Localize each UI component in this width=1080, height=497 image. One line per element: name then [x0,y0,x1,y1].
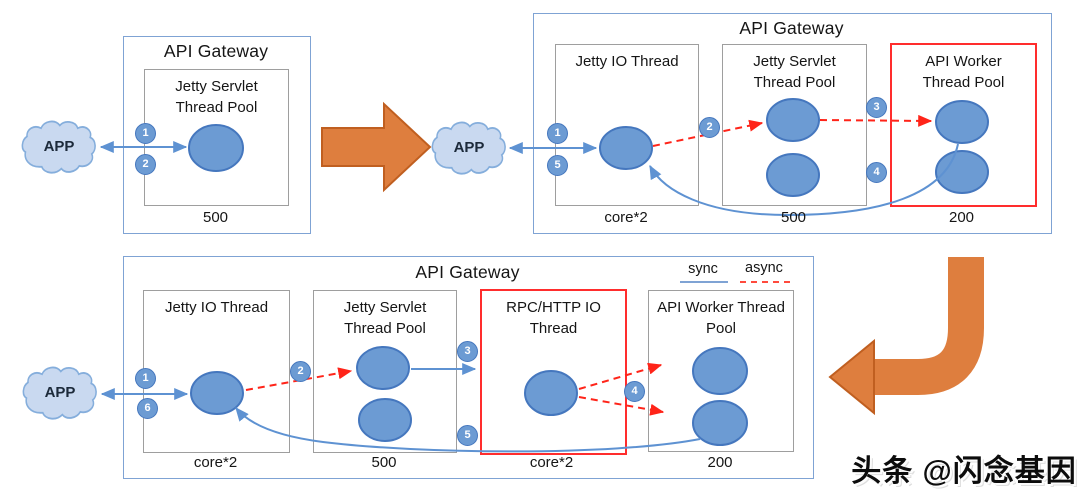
panel3-io-thread-ellipse [190,371,244,415]
panel2-jetty-servlet-box: Jetty Servlet Thread Pool [722,44,867,206]
panel2-async-arrow-io-to-servlet [652,119,764,147]
panel3-rpc-http-io-label: RPC/HTTP IO Thread [506,299,601,337]
legend-async-label: async [745,260,783,276]
panel1-capacity-500: 500 [202,209,229,226]
panel2-worker-thread-ellipse-2 [935,150,989,194]
panel2-async-arrow-servlet-to-worker [819,114,933,127]
panel3-step-badge-3: 3 [457,341,478,362]
panel2-step-badge-4: 4 [866,162,887,183]
panel3-step-badge-5: 5 [457,425,478,446]
panel2-api-worker-label: API Worker Thread Pool [922,53,1005,91]
panel2-api-worker-box: API Worker Thread Pool [890,43,1037,207]
panel3-capacity-500: 500 [371,454,397,471]
panel1-app-label: APP [43,138,75,155]
panel3-rpc-thread-ellipse [524,370,578,416]
panel3-worker-thread-ellipse-1 [692,347,748,395]
panel2-worker-thread-ellipse-1 [935,100,989,144]
panel2-step-badge-1: 1 [547,123,568,144]
panel3-gateway-box [123,256,814,479]
panel2-servlet-thread-ellipse-1 [766,98,820,142]
panel1-thread-ellipse [188,124,244,172]
panel2-servlet-thread-ellipse-2 [766,153,820,197]
legend-sync-label: sync [688,261,718,277]
panel3-sync-return-curve [235,407,701,453]
transition-arrow-curve-head [828,338,875,416]
panel3-step-badge-1: 1 [135,368,156,389]
panel2-step-badge-5: 5 [547,155,568,176]
panel3-api-worker-box: API Worker Thread Pool [648,290,794,452]
panel2-capacity-200: 200 [948,209,975,226]
panel3-worker-thread-ellipse-2 [692,400,748,446]
panel1-title: API Gateway [163,41,269,61]
panel1-step-badge-2: 2 [135,154,156,175]
panel2-jetty-servlet-label: Jetty Servlet Thread Pool [753,53,836,91]
panel3-jetty-servlet-label: Jetty Servlet Thread Pool [343,299,427,337]
panel3-servlet-thread-ellipse-2 [358,398,412,442]
panel2-title: API Gateway [739,18,844,38]
panel3-async-arrow-rpc-to-worker1 [578,362,663,390]
panel2-capacity-core2: core*2 [604,209,648,226]
panel2-step-badge-2: 2 [699,117,720,138]
panel2-app-label: APP [453,139,485,156]
panel3-step-badge-6: 6 [137,398,158,419]
panel3-jetty-servlet-box: Jetty Servlet Thread Pool [313,290,457,453]
panel2-step-badge-3: 3 [866,97,887,118]
panel3-servlet-thread-ellipse-1 [356,346,410,390]
watermark-text: 头条 @闪念基因 [851,455,1077,488]
panel3-capacity-core2-b: core*2 [529,454,574,471]
panel2-io-thread-ellipse [599,126,653,170]
panel2-sync-return-curve [649,143,959,217]
panel1-step-badge-1: 1 [135,123,156,144]
panel2-gateway-box [533,13,1052,234]
panel3-step-badge-2: 2 [290,361,311,382]
panel3-jetty-io-label: Jetty IO Thread [164,299,269,316]
panel3-capacity-core2-a: core*2 [193,454,238,471]
legend-async-line [740,281,790,283]
panel3-app-label: APP [44,384,76,401]
panel3-async-arrow-rpc-to-worker2 [578,396,665,416]
panel1-jetty-servlet-pool-label: Jetty Servlet Thread Pool [175,78,258,116]
panel3-api-worker-label: API Worker Thread Pool [657,299,785,337]
transition-arrow-curve-body [873,257,984,395]
transition-arrow-curve-icon [828,257,984,416]
panel3-title: API Gateway [415,262,520,282]
transition-arrow-right-icon [321,101,432,193]
panel3-capacity-200: 200 [707,454,733,471]
legend-sync-line [680,281,728,283]
panel3-rpc-http-io-box: RPC/HTTP IO Thread [480,289,627,455]
panel2-capacity-500: 500 [780,209,807,226]
panel1-gateway-box [123,36,311,234]
panel2-jetty-io-label: Jetty IO Thread [575,53,679,70]
panel3-step-badge-4: 4 [624,381,645,402]
